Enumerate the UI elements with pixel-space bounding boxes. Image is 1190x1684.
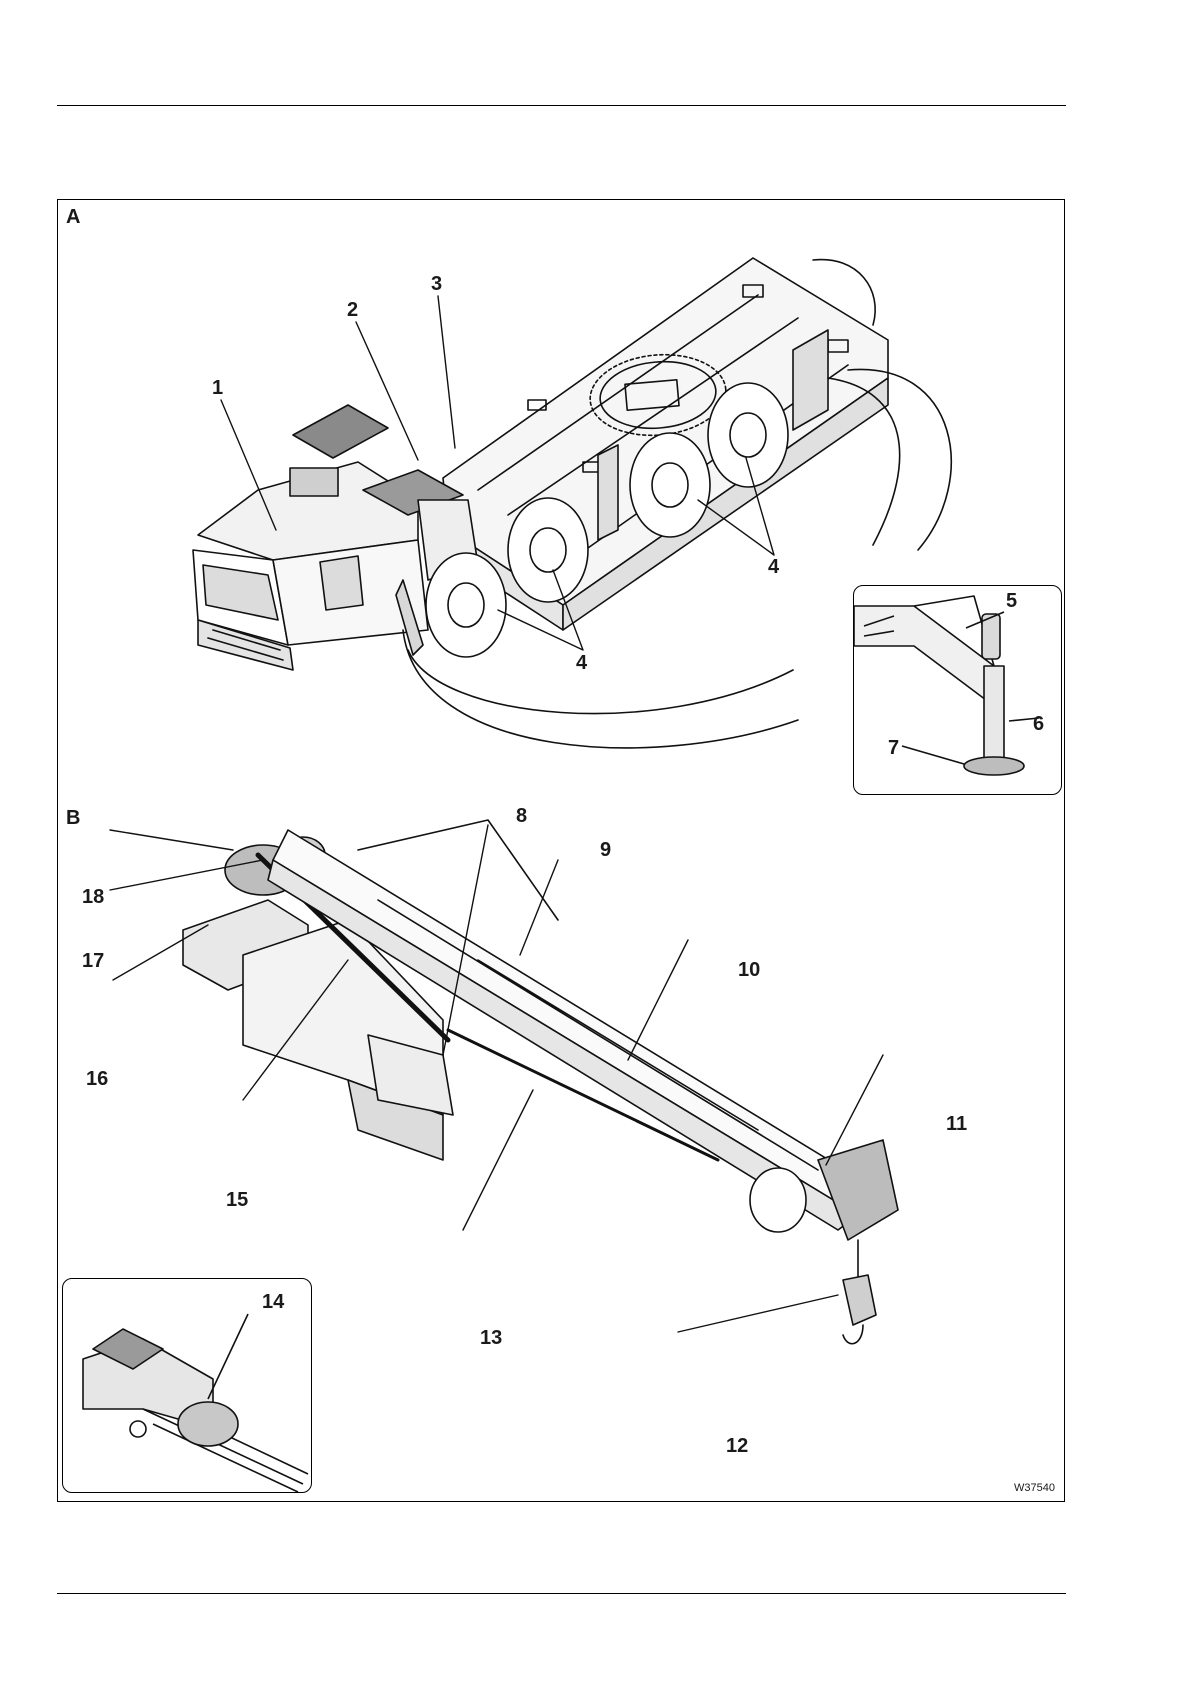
callout-16: 16 (86, 1069, 108, 1089)
callout-15: 15 (226, 1190, 248, 1210)
figure-frame: A B 1 2 3 4 4 5 6 7 8 9 10 11 12 13 14 1… (57, 199, 1065, 1502)
callout-14: 14 (262, 1292, 284, 1312)
outrigger-detail-inset (853, 585, 1062, 795)
callout-8: 8 (516, 806, 527, 826)
callout-13: 13 (480, 1328, 502, 1348)
drawing-code: W37540 (1014, 1482, 1055, 1494)
callout-5: 5 (1006, 591, 1017, 611)
callout-9: 9 (600, 840, 611, 860)
callout-6: 6 (1033, 714, 1044, 734)
callout-1: 1 (212, 378, 223, 398)
callout-2: 2 (347, 300, 358, 320)
callout-4a: 4 (576, 653, 587, 673)
superstructure-drawing (183, 820, 898, 1344)
carrier-drawing (193, 258, 951, 748)
callout-10: 10 (738, 960, 760, 980)
callout-18: 18 (82, 887, 104, 907)
footer-rule (57, 1593, 1066, 1594)
callout-11: 11 (946, 1114, 967, 1134)
callout-3: 3 (431, 274, 442, 294)
header-rule (57, 105, 1066, 106)
callout-17: 17 (82, 951, 104, 971)
callout-leaders-b (110, 825, 883, 1332)
callout-4b: 4 (768, 557, 779, 577)
callout-7: 7 (888, 738, 899, 758)
section-label-a: A (66, 206, 80, 229)
callout-12: 12 (726, 1436, 748, 1456)
section-label-b: B (66, 807, 80, 830)
